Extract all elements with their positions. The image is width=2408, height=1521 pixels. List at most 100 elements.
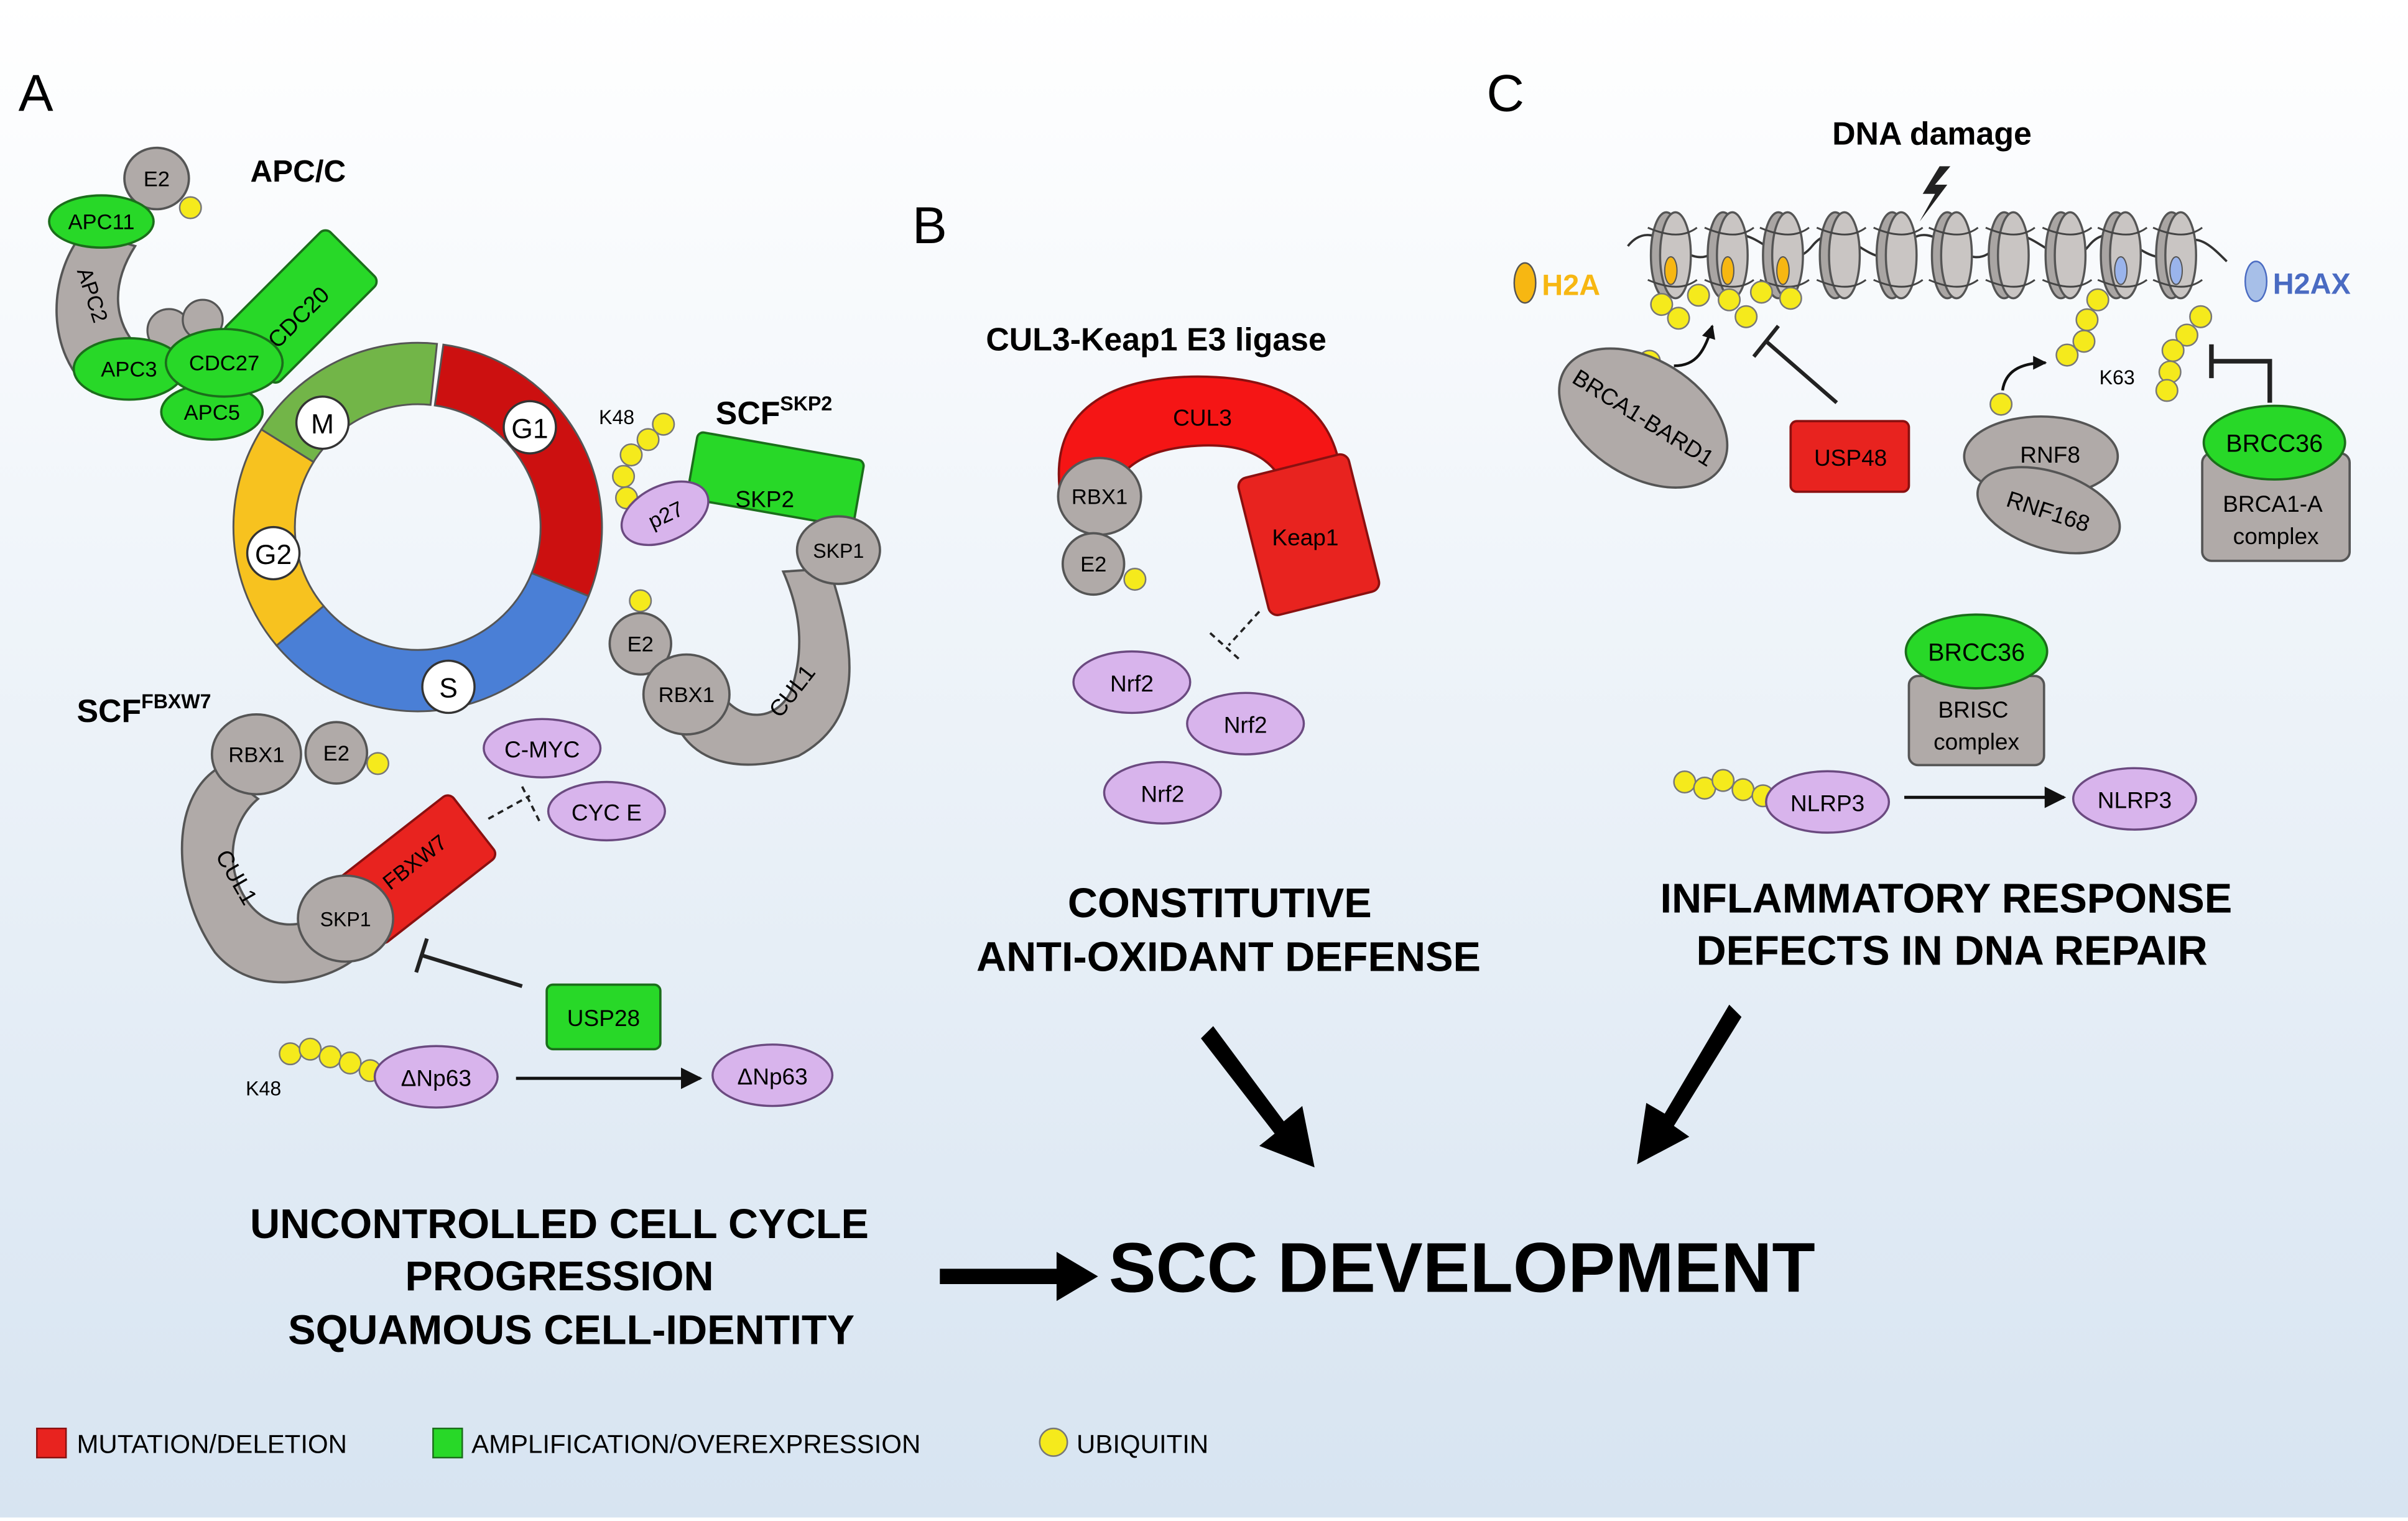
keap1-nrf2-link [1209,611,1261,662]
e2-apcc-label: E2 [144,167,170,191]
ubiquitin [1731,778,1755,802]
scf-skp2-title: SCFSKP2 [716,392,833,431]
c-myc-substrate [483,718,602,779]
e2-skp2 [608,612,672,676]
ubiquitin [1650,293,1674,317]
apc5-label: APC5 [184,401,240,425]
e2-cul3 [1061,532,1126,596]
arrow-c-to-scc [1637,1004,1742,1165]
h2a-mark [1776,256,1790,285]
h2a-label: H2A [1542,269,1600,302]
apc3-label: APC3 [101,358,157,382]
legend-swatch-amplification [432,1427,463,1459]
scf-skp2-complex: SCFSKP2 K48 CUL1 SKP2 p27 SKP1 E2 RBX1 [599,392,881,766]
scf-fbxw7-title-sup: FBXW7 [141,690,211,713]
e2-cul3-label: E2 [1080,553,1106,576]
cyc-e-label: CYC E [572,799,642,825]
scc-development-title: SCC DEVELOPMENT [1109,1228,1815,1307]
scf-fbxw7-title: SCFFBXW7 [76,690,211,729]
dna-damage-label: DNA damage [1832,116,2032,152]
outcome-b-line: ANTI-OXIDANT DEFENSE [976,934,1481,980]
rbx1-skp2 [642,653,731,736]
k48-label-skp2: K48 [599,406,634,428]
nrf2-substrate [1186,691,1305,756]
ubiquitin [2161,339,2185,363]
e2-fbxw7 [304,721,369,785]
h2ax-histone-icon [2244,261,2268,302]
usp48-box [1789,420,1910,493]
brca1a-label: BRCA1-A complex [2223,491,2329,549]
skp1-skp2-label: SKP1 [813,540,864,562]
ubiquitin [2189,305,2213,328]
nlrp3-deubiquitinated [2072,767,2197,831]
lightning-icon [1919,166,1951,222]
rnf168-subunit [1976,466,2121,555]
brcc36-mid-subunit [1904,613,2049,690]
nlrp3-in-label: NLRP3 [1790,790,1864,816]
keap1-label: Keap1 [1272,524,1338,550]
scf-skp2-title-sup: SKP2 [780,392,832,415]
outcome-a-line: UNCONTROLLED CELL CYCLE [250,1201,869,1247]
panel-a: A APC/C APC2 E2 APC11 CDC20 APC3 APC5 CD… [19,63,881,1353]
panel-b-title: CUL3-Keap1 E3 ligase [986,321,1326,358]
phase-marker-g2 [246,525,301,581]
skp2-subunit [686,431,865,528]
ubiquitin [652,412,675,436]
h2ax-mark [2169,256,2183,285]
ubiquitination-arrow-h2ax [2001,356,2047,391]
ubiquitin [318,1045,342,1069]
ubiquitin [2175,323,2198,347]
ubiquitin [2075,308,2099,331]
p27-substrate [620,480,710,547]
usp48-inhibition-line [1752,325,1838,404]
outcome-b-line: CONSTITUTIVE [1068,881,1372,927]
h2a-mark [1721,256,1734,285]
cdc27-label: CDC27 [189,352,259,376]
nrf2-label: Nrf2 [1110,670,1154,696]
skp1-fbxw7-subunit [297,874,395,963]
rnf8-label: RNF8 [2020,442,2080,468]
legend-label: AMPLIFICATION/OVEREXPRESSION [471,1430,920,1459]
brisc-label-line: complex [1933,729,2019,755]
legend-swatch-ubiquitin [1039,1427,1068,1457]
ubiquitin [1749,280,1773,304]
phase-marker-m [295,395,350,450]
ubiquitin [1687,284,1710,307]
e2-fbxw7-label: E2 [323,742,350,765]
panel-b: B CUL3-Keap1 E3 ligase CUL3 Keap1 RBX1 E… [912,196,1481,1168]
ubiquitin [636,428,660,451]
np63-deubiquitinated [711,1043,834,1107]
outcome-c-line: INFLAMMATORY RESPONSE [1660,876,2232,922]
nrf2-label: Nrf2 [1224,712,1267,738]
apcc-title: APC/C [251,154,346,188]
brisc-label: BRISC complex [1933,696,2019,755]
apcc-complex: APC2 E2 APC11 CDC20 APC3 APC5 CDC27 [48,146,378,441]
legend-swatch-mutation [36,1427,67,1459]
np63-substrate [373,1045,499,1109]
ubiquitination-arrow-h2a [1674,325,1716,368]
phase-label-s: S [439,673,458,704]
ubiquitin [1123,568,1147,591]
legend: MUTATION/DELETION AMPLIFICATION/OVEREXPR… [36,1427,1208,1459]
ubiquitin [1734,305,1758,328]
ubiquitin [1779,287,1802,310]
np63-label: ΔNp63 [401,1065,471,1091]
ubiquitin [366,752,389,775]
cyc-e-substrate [547,780,666,842]
usp48-label: USP48 [1814,445,1887,471]
h2a-histone-icon [1513,262,1537,304]
ubiquitin [1673,770,1697,794]
ubiquitin [1989,392,2013,416]
outcome-c: INFLAMMATORY RESPONSE DEFECTS IN DNA REP… [1660,876,2243,974]
np63-out-label: ΔNp63 [737,1063,807,1089]
ubiquitin [1718,288,1741,312]
usp28-inhibition-line [414,938,523,988]
ubiquitin [629,589,652,613]
outcome-b: CONSTITUTIVE ANTI-OXIDANT DEFENSE [976,881,1481,980]
outcome-a-line: PROGRESSION [405,1254,713,1300]
rbx1-fbxw7-label: RBX1 [228,743,284,767]
cycle-segment-s [275,571,590,713]
chromatin-fiber [1627,211,2228,300]
ubiquitin [279,1042,302,1066]
